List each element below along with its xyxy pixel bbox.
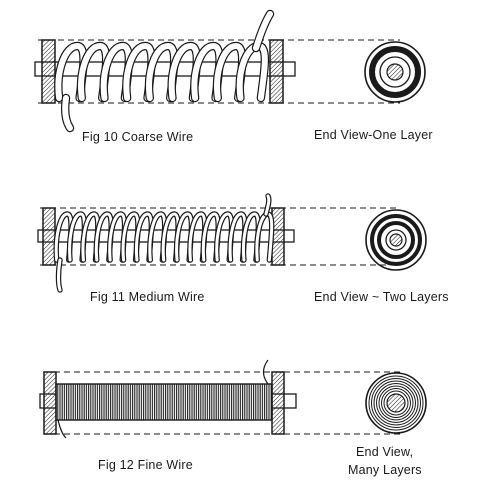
fig10-end-view: [364, 41, 426, 103]
wire-lead-end-highlight: [253, 11, 273, 51]
fig12-end-view-caption-line2: Many Layers: [348, 463, 422, 477]
fig12-wire-end-bottom: [57, 419, 67, 439]
fig12-right-flange: [271, 371, 285, 435]
fig12-group: Fig 12 Fine Wire End View, Many Layers: [39, 359, 427, 477]
fig12-spool: [39, 371, 297, 435]
fig10-coarse-wire-coil: [54, 9, 275, 133]
wire-lead-end-highlight: [264, 194, 271, 216]
fig10-spool: [34, 39, 296, 104]
fig12-caption: Fig 12 Fine Wire: [98, 458, 193, 472]
fig11-group: Fig 11 Medium Wire End View ~ Two Layers: [37, 193, 449, 304]
fig11-caption: Fig 11 Medium Wire: [90, 290, 205, 304]
fig10-left-flange: [41, 39, 56, 104]
fig10-shaft: [34, 61, 296, 77]
fig11-end-view-caption: End View ~ Two Layers: [314, 290, 449, 304]
fig12-wire-end-top: [262, 359, 269, 385]
fig12-left-flange: [43, 371, 57, 435]
fig12-end-view-caption-line1: End View,: [356, 445, 413, 459]
wire-lead-start-highlight: [57, 258, 62, 292]
fig10-group: Fig 10 Coarse Wire End View-One Layer: [34, 9, 433, 144]
fig11-left-flange: [42, 207, 56, 266]
fig10-end-view-caption: End View-One Layer: [314, 128, 433, 142]
fig10-right-flange: [269, 39, 284, 104]
fig10-caption: Fig 10 Coarse Wire: [82, 130, 193, 144]
fig12-fine-wire-winding: [55, 383, 273, 421]
fig11-medium-wire-coil: [53, 193, 275, 293]
wire-lead-start-highlight: [62, 95, 73, 131]
fig11-end-view: [365, 209, 427, 271]
fig12-end-view: [365, 372, 427, 434]
